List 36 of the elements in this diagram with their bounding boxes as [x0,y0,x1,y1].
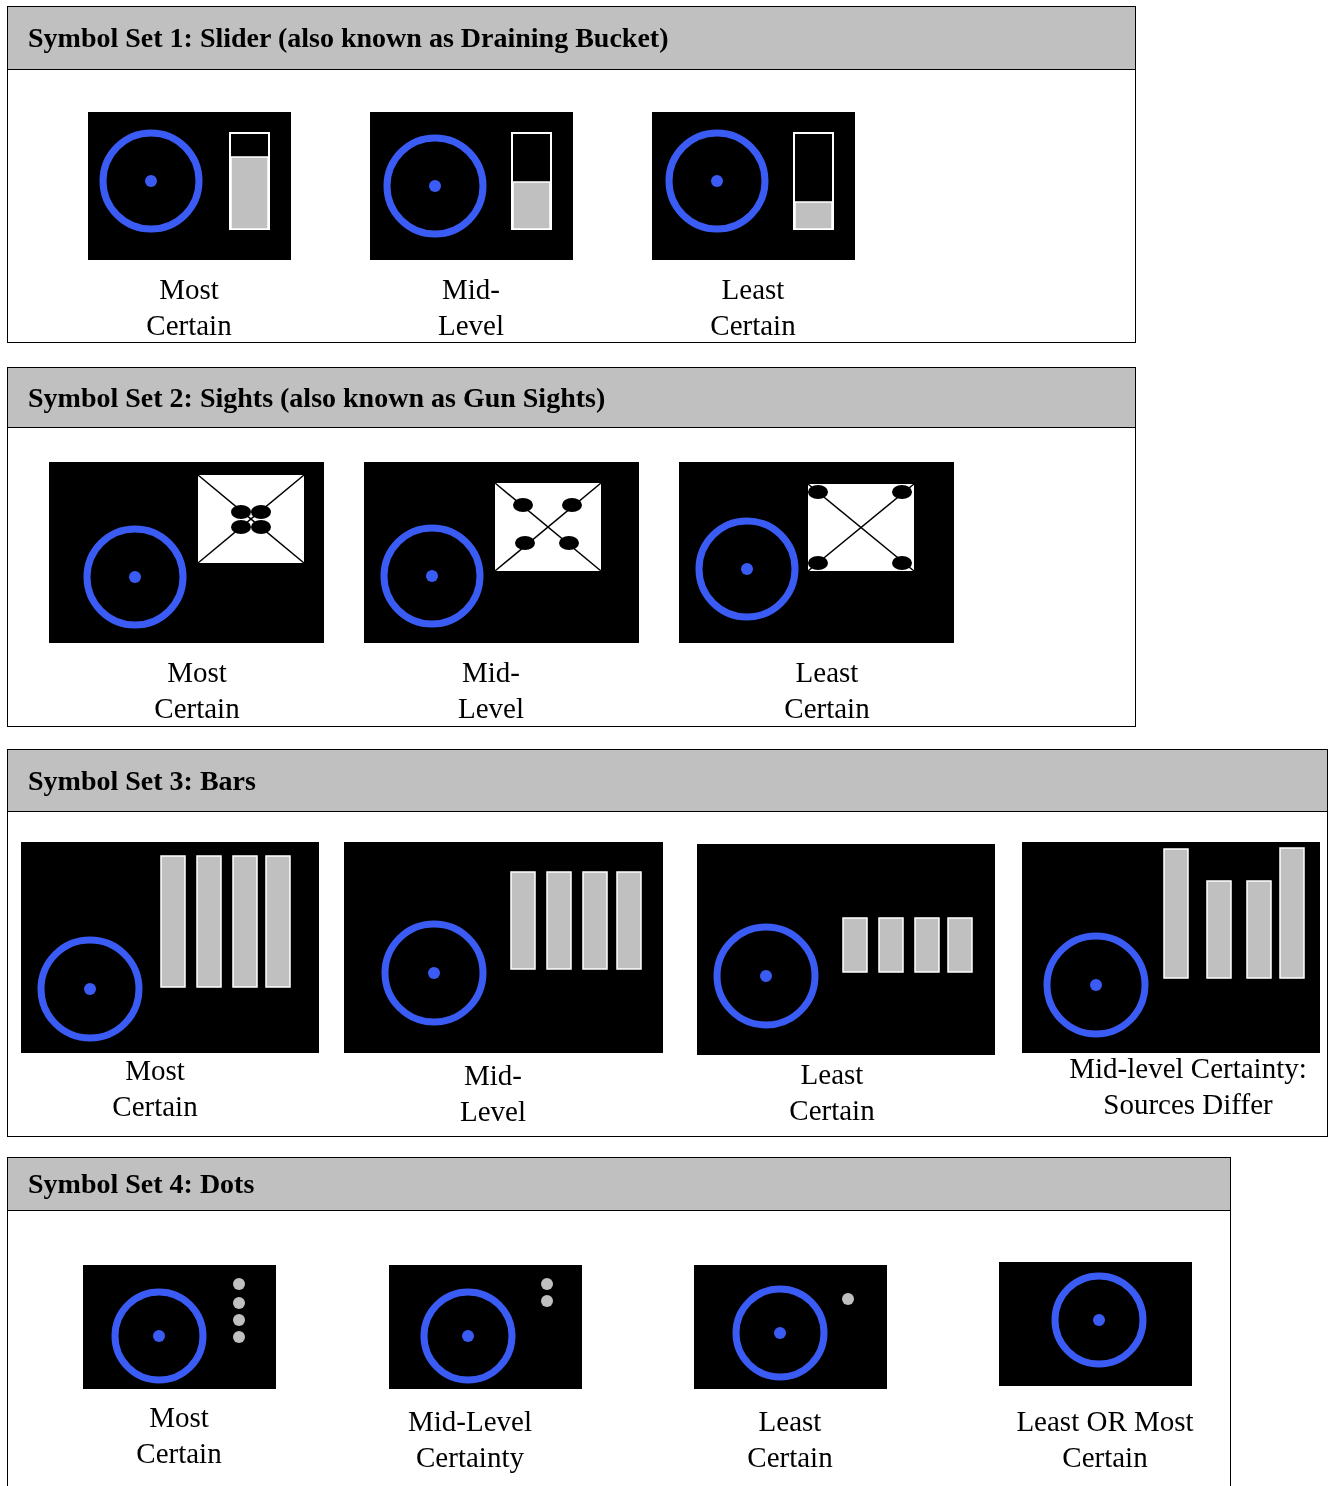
sight-symbol-drawing [364,462,639,643]
symbol-caption: Least Certain [746,1404,834,1475]
section-heading: Symbol Set 3: Bars [8,750,1327,812]
slider-symbol-drawing [652,112,855,260]
bars-symbol-drawing [697,844,995,1055]
symbol-set-panel [7,1157,1231,1486]
symbol-caption: Least Certain [709,272,797,343]
section-heading: Symbol Set 1: Slider (also known as Draining Bucket) [8,7,1135,70]
dots-symbol-drawing [83,1265,276,1389]
symbol-caption: Mid- Level [437,272,505,343]
bars-symbol-drawing [21,842,319,1053]
section-heading: Symbol Set 4: Dots [8,1158,1230,1211]
symbol-set-panel [7,749,1328,1137]
sight-symbol-drawing [49,462,324,643]
bars-symbol-drawing [344,842,663,1053]
symbol-caption: Mid-level Certainty: Sources Differ [1068,1051,1308,1122]
slider-symbol-drawing [370,112,573,260]
dots-symbol-drawing [694,1265,887,1389]
symbol-caption: Least OR Most Certain [1015,1404,1195,1475]
bars-symbol-drawing [1022,842,1320,1053]
symbol-caption: Most Certain [111,1053,199,1124]
dots-symbol-drawing [389,1265,582,1389]
symbol-set-panel [7,367,1136,727]
symbol-caption: Mid- Level [457,655,525,726]
sight-symbol-drawing [679,462,954,643]
symbol-caption: Mid-Level Certainty [407,1404,533,1475]
symbol-set-panel [7,6,1136,343]
symbol-caption: Least Certain [788,1057,876,1128]
symbol-caption: Most Certain [153,655,241,726]
section-heading: Symbol Set 2: Sights (also known as Gun Sights) [8,368,1135,428]
symbol-caption: Most Certain [145,272,233,343]
symbol-caption: Least Certain [783,655,871,726]
dots-symbol-drawing [999,1262,1192,1386]
symbol-caption: Most Certain [135,1400,223,1471]
symbol-caption: Mid- Level [459,1058,527,1129]
slider-symbol-drawing [88,112,291,260]
